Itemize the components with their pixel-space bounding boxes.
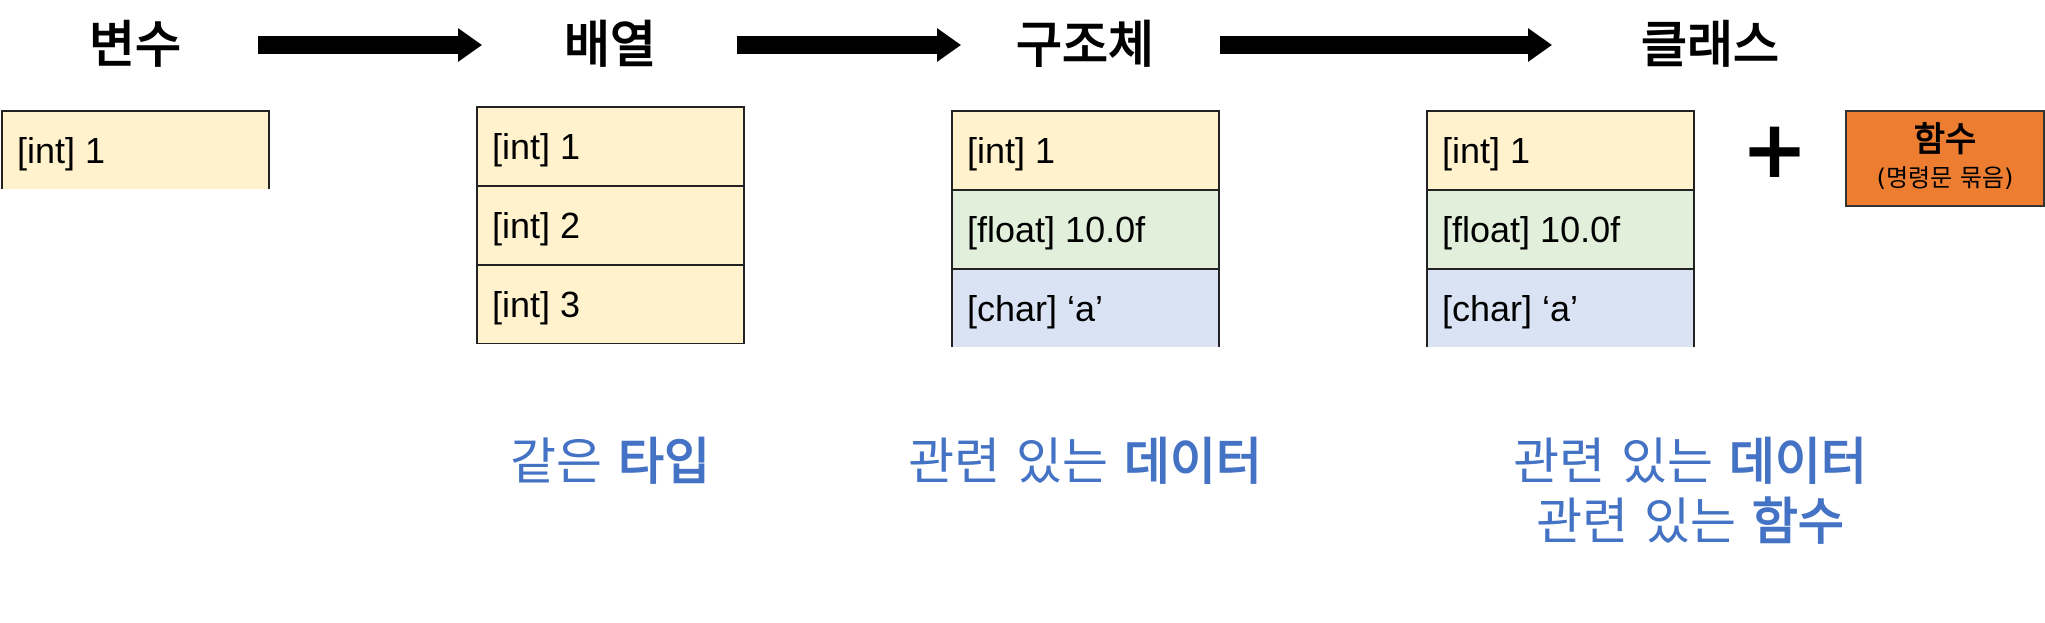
caption-class-function-bold: 함수 xyxy=(1751,493,1844,551)
caption-class-data: 관련 있는 데이터 xyxy=(1485,432,1895,492)
caption-array-normal: 같은 xyxy=(510,433,618,491)
variable-cell-int: [int] 1 xyxy=(3,112,268,189)
caption-class-function-normal: 관련 있는 xyxy=(1536,493,1752,551)
class-cell-int: [int] 1 xyxy=(1428,112,1693,191)
array-box: [int] 1 [int] 2 [int] 3 xyxy=(476,106,745,344)
function-box: 함수 (명령문 묶음) xyxy=(1845,110,2045,207)
title-variable: 변수 xyxy=(89,16,181,74)
plus-sign: + xyxy=(1741,103,1809,196)
caption-struct-bold: 데이터 xyxy=(1123,433,1262,491)
caption-array-bold: 타입 xyxy=(617,433,710,491)
array-cell-2: [int] 2 xyxy=(478,187,743,266)
title-struct: 구조체 xyxy=(1016,16,1154,74)
struct-cell-char: [char] ‘a’ xyxy=(953,270,1218,347)
function-title: 함수 xyxy=(1913,120,1977,160)
struct-cell-int: [int] 1 xyxy=(953,112,1218,191)
title-class: 클래스 xyxy=(1641,16,1779,74)
class-box: [int] 1 [float] 10.0f [char] ‘a’ xyxy=(1426,110,1695,347)
class-cell-float: [float] 10.0f xyxy=(1428,191,1693,270)
caption-array: 같은 타입 xyxy=(470,432,750,492)
caption-struct-normal: 관련 있는 xyxy=(908,433,1124,491)
variable-box: [int] 1 xyxy=(1,110,270,189)
class-cell-char: [char] ‘a’ xyxy=(1428,270,1693,347)
arrow-variable-to-array xyxy=(258,28,482,62)
arrow-struct-to-class xyxy=(1220,28,1552,62)
struct-box: [int] 1 [float] 10.0f [char] ‘a’ xyxy=(951,110,1220,347)
function-subtitle: (명령문 묶음) xyxy=(1876,164,2014,192)
title-array: 배열 xyxy=(564,16,656,74)
struct-cell-float: [float] 10.0f xyxy=(953,191,1218,270)
array-cell-1: [int] 1 xyxy=(478,108,743,187)
caption-struct: 관련 있는 데이터 xyxy=(880,432,1290,492)
caption-class-data-bold: 데이터 xyxy=(1728,433,1867,491)
caption-class-function: 관련 있는 함수 xyxy=(1485,492,1895,552)
array-cell-3: [int] 3 xyxy=(478,266,743,343)
arrow-array-to-struct xyxy=(737,28,961,62)
caption-class-data-normal: 관련 있는 xyxy=(1513,433,1729,491)
